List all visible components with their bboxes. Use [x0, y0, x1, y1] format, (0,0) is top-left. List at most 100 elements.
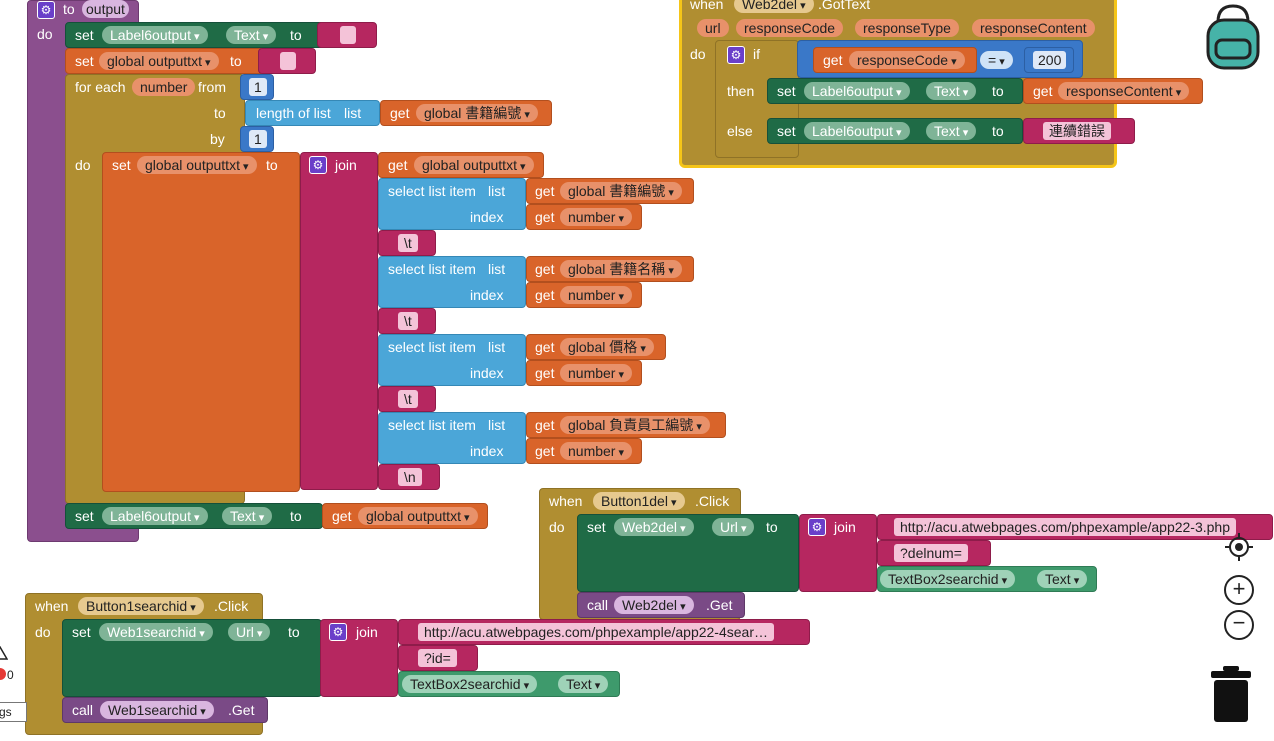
- set-label: set: [112, 157, 131, 173]
- dropdown-caret-icon: ▾: [516, 161, 526, 173]
- text-prop-dropdown-2[interactable]: Text ▾: [222, 507, 273, 525]
- procedure-name[interactable]: output: [82, 0, 129, 18]
- tab-string-3-value[interactable]: \t: [398, 390, 418, 408]
- del-url-string-value[interactable]: http://acu.atwebpages.com/phpexample/app…: [894, 518, 1237, 536]
- do-label: do: [549, 519, 565, 535]
- url-prop-dropdown[interactable]: Url ▾: [712, 518, 755, 536]
- global-outputtxt-dropdown[interactable]: global outputtxt ▾: [99, 52, 219, 70]
- backpack-icon[interactable]: [1200, 2, 1266, 70]
- zoom-out-icon[interactable]: −: [1224, 610, 1254, 640]
- get-label: get: [388, 157, 408, 173]
- id-string-value[interactable]: ?id=: [418, 649, 457, 667]
- delnum-string-value[interactable]: ?delnum=: [894, 544, 968, 562]
- recenter-icon[interactable]: [1224, 532, 1254, 562]
- index-4-dropdown[interactable]: number ▾: [560, 442, 633, 460]
- web1searchid-dropdown[interactable]: Web1searchid ▾: [99, 623, 213, 641]
- set-outputtxt-join-block[interactable]: [102, 152, 300, 492]
- index-3-dropdown[interactable]: number ▾: [560, 364, 633, 382]
- number-200-value[interactable]: 200: [1033, 51, 1067, 69]
- list-2-dropdown[interactable]: global 書籍名稱 ▾: [560, 260, 682, 278]
- dropdown-caret-icon: ▾: [259, 31, 269, 43]
- trash-icon[interactable]: [1209, 666, 1253, 724]
- text-prop-dropdown-4[interactable]: Text ▾: [926, 122, 977, 140]
- from-number-value[interactable]: 1: [249, 78, 267, 96]
- param-responsetype[interactable]: responseType: [855, 19, 959, 37]
- select-list-item-block-3[interactable]: [378, 334, 526, 386]
- list-label: list: [488, 261, 506, 277]
- button1searchid-component-dropdown[interactable]: Button1searchid ▾: [78, 597, 204, 615]
- web2del-dropdown[interactable]: Web2del ▾: [614, 518, 694, 536]
- label6output-dropdown[interactable]: Label6output ▾: [102, 26, 208, 44]
- toggle-warnings-button[interactable]: gs: [0, 702, 27, 722]
- procedure-gear-icon[interactable]: ⚙: [37, 1, 55, 19]
- list-3-dropdown[interactable]: global 價格 ▾: [560, 338, 654, 356]
- list-1-dropdown[interactable]: global 書籍編號 ▾: [560, 182, 682, 200]
- label6output-dropdown-2[interactable]: Label6output ▾: [102, 507, 208, 525]
- operator-dropdown[interactable]: = ▾: [980, 51, 1013, 69]
- label6output-dropdown-4[interactable]: Label6output ▾: [804, 122, 910, 140]
- get-label: get: [535, 339, 555, 355]
- dropdown-caret-icon: ▾: [665, 187, 674, 199]
- join-gear-icon[interactable]: ⚙: [309, 156, 327, 174]
- dropdown-caret-icon: ▾: [677, 523, 686, 535]
- empty-string-value-2[interactable]: [280, 52, 296, 70]
- if-gear-icon[interactable]: ⚙: [727, 46, 745, 64]
- text-prop-dropdown-5[interactable]: Text ▾: [1037, 570, 1088, 588]
- global-list-dropdown[interactable]: global 書籍編號 ▾: [416, 104, 538, 122]
- global-outputtxt-dropdown-2[interactable]: global outputtxt ▾: [137, 156, 257, 174]
- to-label: to: [992, 83, 1004, 99]
- textbox2searchid-dropdown[interactable]: TextBox2searchid ▾: [880, 570, 1016, 588]
- to-label: to: [230, 53, 242, 69]
- dropdown-caret-icon: ▾: [197, 706, 206, 718]
- global-outputtxt-get-dropdown[interactable]: global outputtxt ▾: [414, 156, 534, 174]
- web2del-call-dropdown[interactable]: Web2del ▾: [614, 596, 694, 614]
- select-list-item-label: select list item: [388, 417, 476, 433]
- zoom-in-icon[interactable]: +: [1224, 575, 1254, 605]
- global-outputtxt-final-dropdown[interactable]: global outputtxt ▾: [358, 507, 478, 525]
- click-event-name: .Click: [695, 493, 730, 509]
- param-responsecode[interactable]: responseCode: [736, 19, 844, 37]
- text-prop-dropdown-6[interactable]: Text ▾: [558, 675, 609, 693]
- search-url-string-value[interactable]: http://acu.atwebpages.com/phpexample/app…: [418, 623, 774, 641]
- textbox2searchid-dropdown-2[interactable]: TextBox2searchid ▾: [402, 675, 538, 693]
- tab-string-1-value[interactable]: \t: [398, 234, 418, 252]
- button1del-component-dropdown[interactable]: Button1del ▾: [593, 492, 685, 510]
- dropdown-caret-icon: ▾: [615, 447, 625, 459]
- index-1-dropdown[interactable]: number ▾: [560, 208, 633, 226]
- to-label: to: [290, 27, 302, 43]
- select-list-item-block-2[interactable]: [378, 256, 526, 308]
- tab-string-2-value[interactable]: \t: [398, 312, 418, 330]
- web2del-component-dropdown[interactable]: Web2del ▾: [734, 0, 814, 13]
- responsecode-dropdown[interactable]: responseCode ▾: [849, 51, 965, 69]
- get-label: get: [390, 105, 410, 121]
- index-2-dropdown[interactable]: number ▾: [560, 286, 633, 304]
- select-list-item-block-4[interactable]: [378, 412, 526, 464]
- select-list-item-block-1[interactable]: [378, 178, 526, 230]
- for-each-label: for each: [75, 79, 126, 95]
- set-label: set: [777, 83, 796, 99]
- join-label: join: [834, 519, 856, 535]
- get-label: get: [535, 209, 555, 225]
- newline-string-value[interactable]: \n: [398, 468, 422, 486]
- param-url[interactable]: url: [697, 19, 729, 37]
- web1searchid-call-dropdown[interactable]: Web1searchid ▾: [100, 701, 214, 719]
- join-gear-icon-2[interactable]: ⚙: [808, 518, 826, 536]
- error-string-value[interactable]: 連續錯誤: [1043, 122, 1111, 140]
- loop-var-number[interactable]: number: [132, 78, 196, 96]
- by-number-value[interactable]: 1: [249, 130, 267, 148]
- label6output-dropdown-3[interactable]: Label6output ▾: [804, 82, 910, 100]
- responsecontent-dropdown[interactable]: responseContent ▾: [1058, 82, 1190, 100]
- list-4-dropdown[interactable]: global 負責員工編號 ▾: [560, 416, 710, 434]
- join-block[interactable]: [300, 152, 378, 490]
- text-prop-dropdown[interactable]: Text ▾: [226, 26, 277, 44]
- text-prop-dropdown-3[interactable]: Text ▾: [926, 82, 977, 100]
- dropdown-caret-icon: ▾: [239, 161, 249, 173]
- param-responsecontent[interactable]: responseContent: [972, 19, 1095, 37]
- join-gear-icon-3[interactable]: ⚙: [329, 623, 347, 641]
- length-of-list-block[interactable]: [245, 100, 380, 126]
- url-prop-dropdown-2[interactable]: Url ▾: [228, 623, 271, 641]
- index-label: index: [470, 287, 504, 303]
- empty-string-value[interactable]: [340, 26, 356, 44]
- dropdown-caret-icon: ▾: [1070, 575, 1080, 587]
